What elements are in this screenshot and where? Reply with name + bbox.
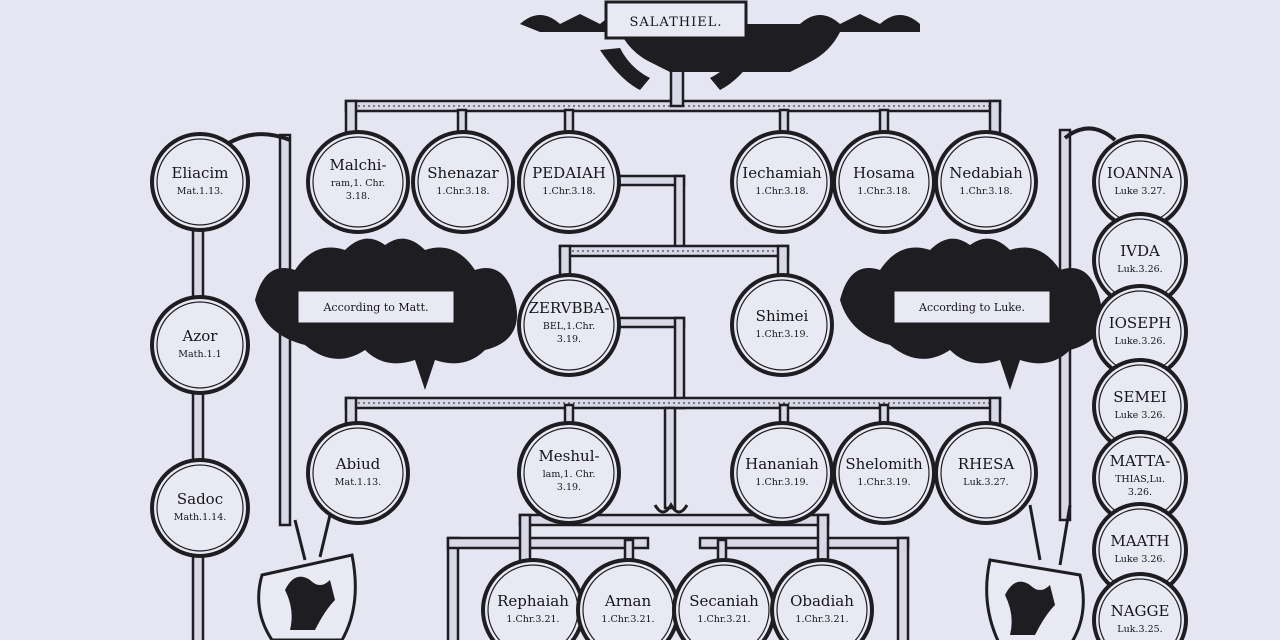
scripture-reference: Luk.3.27.	[963, 477, 1008, 488]
person-name: MATTA-	[1110, 452, 1171, 470]
scripture-reference: 1.Chr.3.19.	[755, 329, 808, 340]
person-node-shimei: Shimei 1.Chr.3.19.	[732, 275, 832, 375]
person-node-obadiah: Obadiah 1.Chr.3.21.	[772, 560, 872, 640]
scripture-reference: 1.Chr.3.18.	[959, 186, 1012, 197]
person-name: MAATH	[1110, 532, 1169, 550]
person-name: Iechamiah	[742, 164, 822, 182]
person-node-rephaiah: Rephaiah 1.Chr.3.21.	[483, 560, 583, 640]
person-name: SEMEI	[1113, 388, 1167, 406]
person-name: Arnan	[604, 592, 652, 610]
person-name: Abiud	[335, 455, 381, 473]
scripture-reference: Luke 3.26.	[1115, 410, 1166, 421]
scripture-reference: Math.1.14.	[174, 512, 227, 523]
person-name: IOANNA	[1107, 164, 1173, 182]
person-node-zerubbabel: ZERVBBA- BEL,1.Chr. 3.19.	[519, 275, 619, 375]
scripture-reference: Luke 3.26.	[1115, 554, 1166, 565]
scripture-reference: 3.19.	[557, 334, 581, 345]
scripture-reference: 1.Chr.3.21.	[601, 614, 654, 625]
person-name: Hananiah	[745, 455, 819, 473]
person-name: Shenazar	[427, 164, 499, 182]
matthew-banner-label: According to Matt.	[322, 301, 428, 314]
scripture-reference: Luk.3.26.	[1117, 264, 1162, 275]
person-node-hosama: Hosama 1.Chr.3.18.	[834, 132, 934, 232]
person-name: Eliacim	[172, 164, 229, 182]
person-node-secaniah: Secaniah 1.Chr.3.21.	[674, 560, 774, 640]
scripture-reference: Mat.1.13.	[335, 477, 381, 488]
person-name: Shelomith	[845, 455, 923, 473]
scripture-reference: 1.Chr.3.19.	[857, 477, 910, 488]
scripture-reference: 1.Chr.3.21.	[697, 614, 750, 625]
scripture-reference: Mat.1.13.	[177, 186, 223, 197]
scripture-reference: Luke.3.26.	[1115, 336, 1166, 347]
scripture-reference: lam,1. Chr.	[543, 469, 596, 480]
person-name: ZERVBBA-	[529, 299, 610, 317]
scripture-reference: 1.Chr.3.19.	[755, 477, 808, 488]
scripture-reference: Math.1.1	[178, 349, 221, 360]
person-name: Hosama	[853, 164, 915, 182]
luke-banner-label: According to Luke.	[918, 301, 1025, 314]
person-node-hananiah: Hananiah 1.Chr.3.19.	[732, 423, 832, 523]
scripture-reference: ram,1. Chr.	[331, 178, 385, 189]
person-node-rhesa: RHESA Luk.3.27.	[936, 423, 1036, 523]
title-cartouche: SALATHIEL.	[520, 2, 920, 90]
scripture-reference: 1.Chr.3.21.	[795, 614, 848, 625]
left-shield-icon	[259, 515, 356, 640]
person-node-nedabiah: Nedabiah 1.Chr.3.18.	[936, 132, 1036, 232]
person-name: Nedabiah	[949, 164, 1023, 182]
person-name: Obadiah	[790, 592, 854, 610]
scripture-reference: BEL,1.Chr.	[543, 321, 595, 332]
person-node-shelomith: Shelomith 1.Chr.3.19.	[834, 423, 934, 523]
scripture-reference: 1.Chr.3.18.	[857, 186, 910, 197]
person-node-shenazar: Shenazar 1.Chr.3.18.	[413, 132, 513, 232]
right-shield-icon	[987, 505, 1084, 640]
scripture-reference: 3.18.	[346, 191, 370, 202]
person-name: PEDAIAH	[532, 164, 606, 182]
person-name: RHESA	[958, 455, 1015, 473]
matthew-banner: According to Matt.	[255, 239, 517, 390]
person-node-iechamiah: Iechamiah 1.Chr.3.18.	[732, 132, 832, 232]
person-node-meshullam: Meshul-lam,1. Chr. 3.19.	[519, 423, 619, 523]
person-node-malchiram: Malchi-ram,1. Chr. 3.18.	[308, 132, 408, 232]
person-name: Azor	[182, 327, 219, 345]
person-name: IOSEPH	[1109, 314, 1172, 332]
scripture-reference: THIAS,Lu.	[1115, 474, 1165, 485]
person-name: Secaniah	[689, 592, 759, 610]
page-title: SALATHIEL.	[629, 15, 722, 30]
scripture-reference: 3.26.	[1128, 487, 1152, 498]
scripture-reference: 1.Chr.3.18.	[755, 186, 808, 197]
scripture-reference: 1.Chr.3.18.	[436, 186, 489, 197]
person-name: Rephaiah	[497, 592, 569, 610]
person-node-pedaiah: PEDAIAH 1.Chr.3.18.	[519, 132, 619, 232]
person-name: NAGGE	[1111, 602, 1170, 620]
scripture-reference: Luk.3.25.	[1117, 624, 1162, 635]
person-name: Meshul-	[538, 447, 599, 465]
scripture-reference: 3.19.	[557, 482, 581, 493]
person-name: Sadoc	[177, 490, 223, 508]
scripture-reference: 1.Chr.3.21.	[506, 614, 559, 625]
person-name: Shimei	[756, 307, 809, 325]
person-name: IVDA	[1120, 242, 1160, 260]
person-name: Malchi-	[329, 156, 386, 174]
person-node-arnan: Arnan 1.Chr.3.21.	[578, 560, 678, 640]
scripture-reference: 1.Chr.3.18.	[542, 186, 595, 197]
scripture-reference: Luke 3.27.	[1115, 186, 1166, 197]
